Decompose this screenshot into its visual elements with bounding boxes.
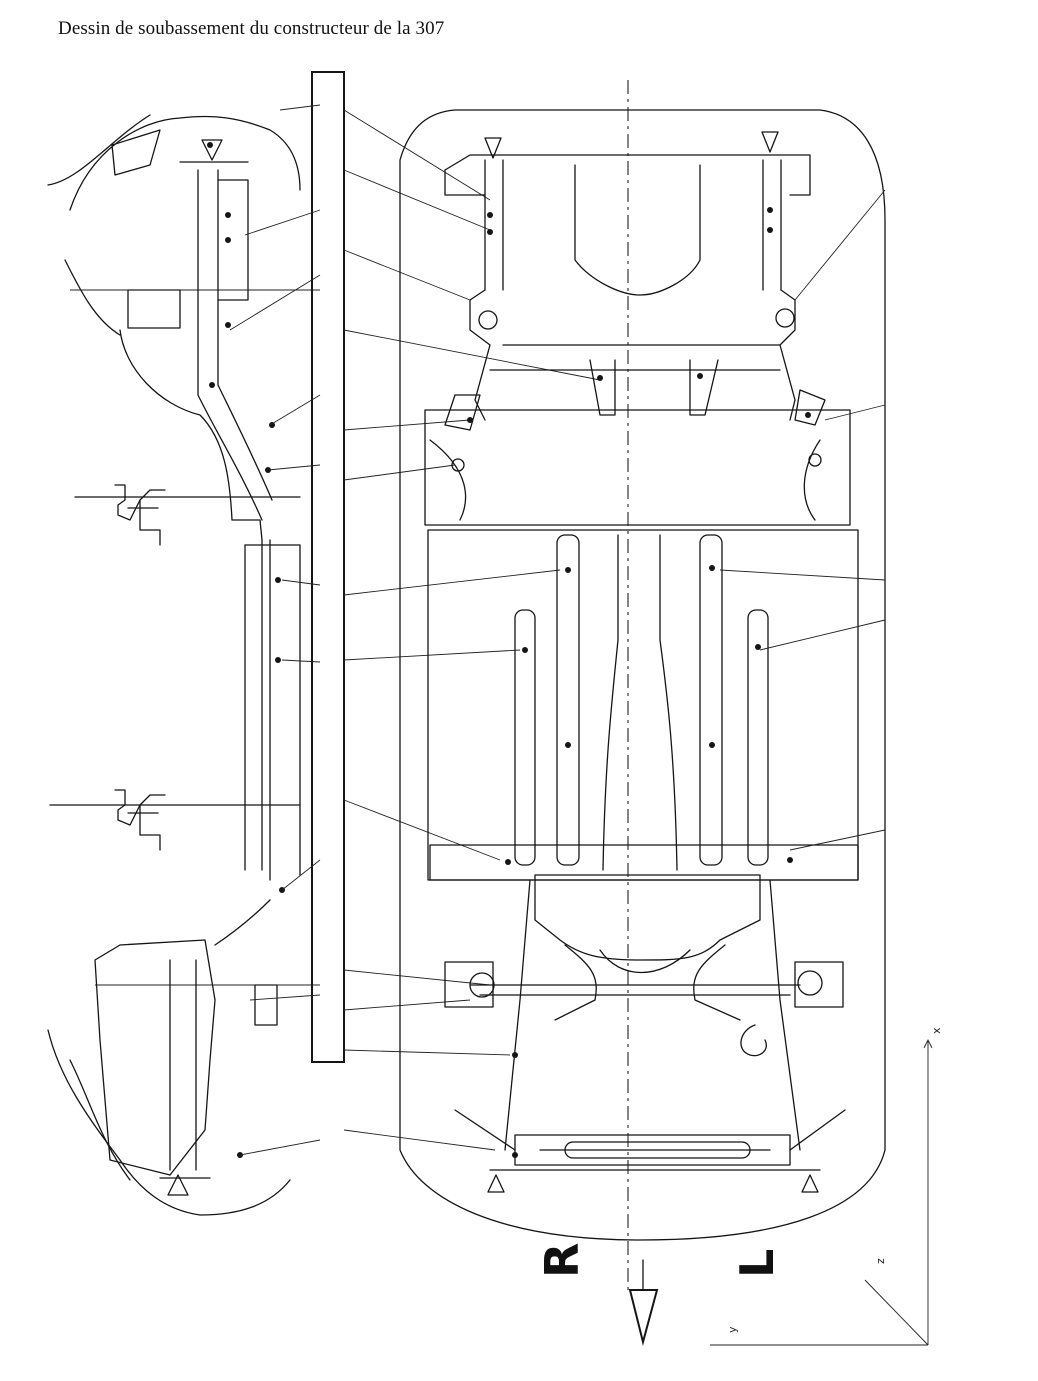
plan-view: [399, 80, 886, 1346]
reference-bar: [311, 71, 345, 1063]
axis-y-label: y: [726, 1326, 739, 1333]
side-view: [47, 114, 301, 1216]
left-side-label: L: [730, 1249, 784, 1278]
measure-points-side: [207, 142, 285, 1158]
axis-z-label: z: [874, 1258, 887, 1264]
leader-lines: [229, 104, 601, 1156]
section-symbol-1: [74, 484, 301, 546]
right-side-label: R: [535, 1243, 589, 1278]
axis-x-label: x: [930, 1027, 943, 1034]
page-title: Dessin de soubassement du constructeur d…: [58, 18, 445, 39]
section-symbol-2: [49, 789, 301, 851]
axis-triad: x y z: [710, 1027, 943, 1346]
right-leaders: [719, 189, 886, 851]
